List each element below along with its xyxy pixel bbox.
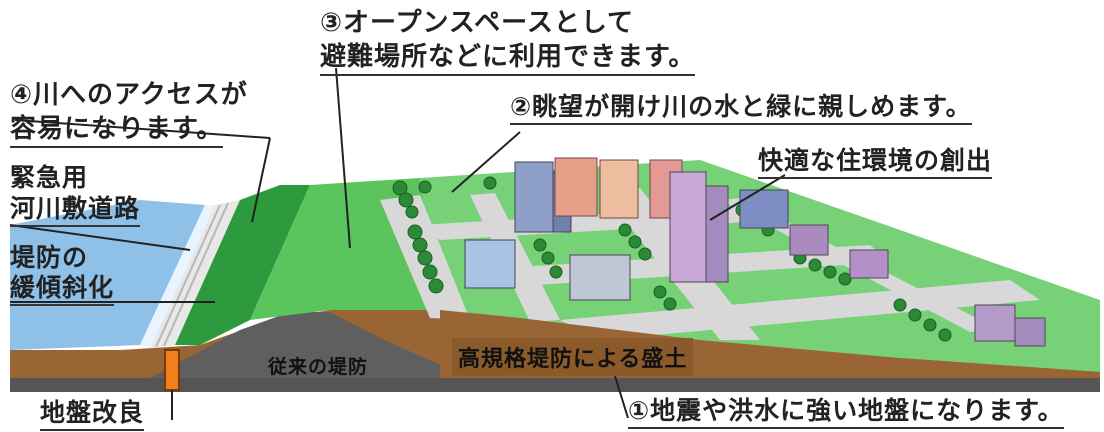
gentle-slope-label-line2: 緩傾斜化: [10, 273, 115, 306]
emergency-road-label-line1: 緊急用: [10, 163, 89, 192]
ground-improvement-post: [164, 349, 180, 391]
open-space-label-line2: 避難場所などに利用できます。: [320, 42, 696, 76]
river-access-label-line2: 容易になります。: [10, 114, 224, 148]
building-group: [464, 157, 1046, 347]
strong-ground-label: ①地震や洪水に強い地盤になります。: [628, 396, 1064, 429]
river-bank: [140, 205, 215, 348]
emergency-road-label-line2: 河川敷道路: [10, 194, 141, 227]
conventional-levee-shape: [150, 312, 470, 378]
leader-lines: [9, 67, 786, 420]
river: [10, 200, 205, 350]
high-standard-fill-label: 高規格堤防による盛土: [452, 338, 694, 376]
open-space-label-line1: ③オープンスペースとして: [320, 8, 635, 38]
bedrock-front: [10, 375, 1100, 392]
conventional-levee-label: 従来の堤防: [268, 356, 369, 378]
gentle-slope-label-line1: 堤防の: [10, 243, 89, 272]
river-access-label-line1: ④川へのアクセスが: [10, 80, 248, 110]
view-greenery-label: ②眺望が開け川の水と緑に親しめます。: [510, 92, 972, 125]
soil-improvement-label: 地盤改良: [40, 398, 145, 431]
levee-slope: [175, 185, 310, 345]
living-environment-label: 快適な住環境の創出: [758, 146, 993, 179]
